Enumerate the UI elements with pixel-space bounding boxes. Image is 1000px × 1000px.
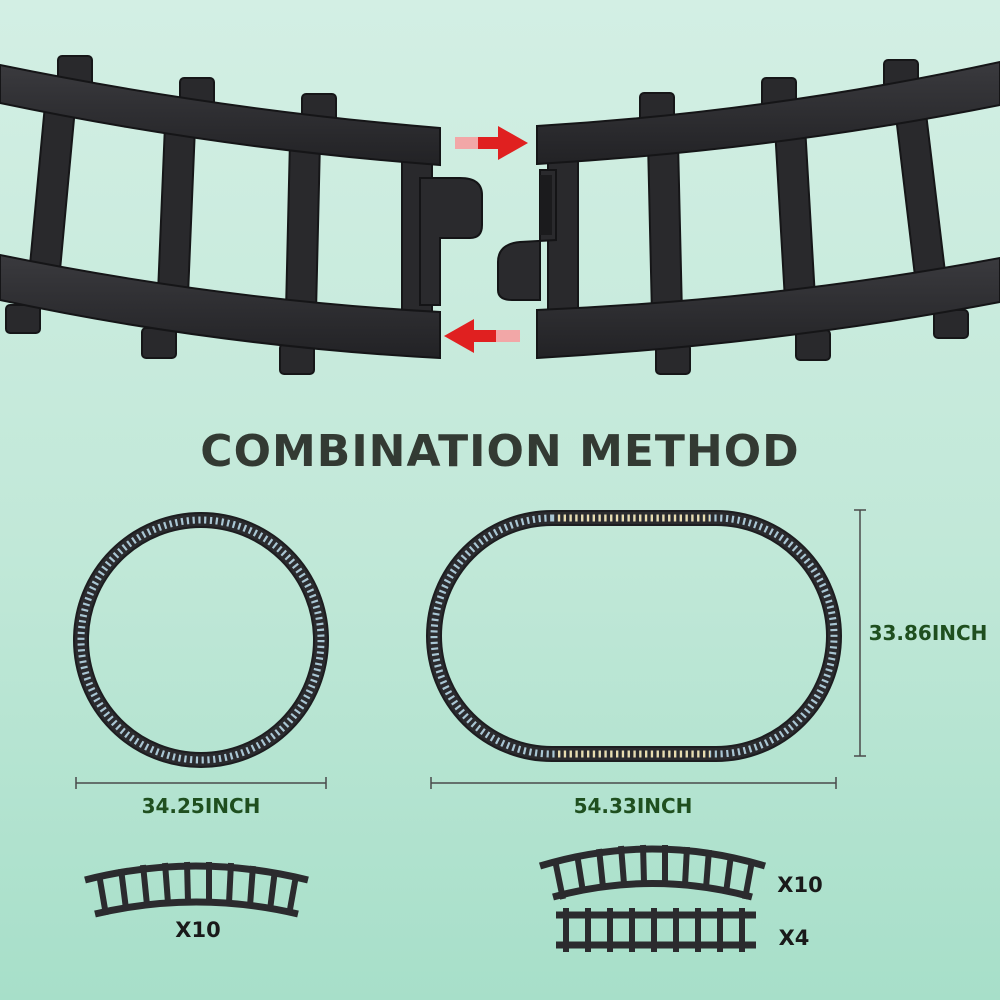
circle-width-dimension-line [75,777,327,789]
track-closeup-left [0,55,483,375]
track-closeup-right [497,59,1000,375]
oval-height-dimension-line [854,509,866,757]
oval-straight-piece-count: X4 [779,926,810,950]
circle-track-layout [73,512,329,768]
oval-height-label: 33.86INCH [869,621,988,645]
oval-curved-piece-count: X10 [777,873,822,897]
oval-curved-track-piece [538,844,767,901]
curved-track-piece [84,861,309,918]
left-arrow-icon [444,319,520,353]
circle-piece-count: X10 [175,918,220,942]
circle-width-label: 34.25INCH [142,794,261,818]
right-arrow-icon [455,126,528,160]
oval-width-dimension-line [430,777,837,789]
oval-track-layout [426,510,842,762]
oval-width-label: 54.33INCH [574,794,693,818]
page-title: COMBINATION METHOD [200,426,799,477]
straight-track-piece [556,908,756,952]
